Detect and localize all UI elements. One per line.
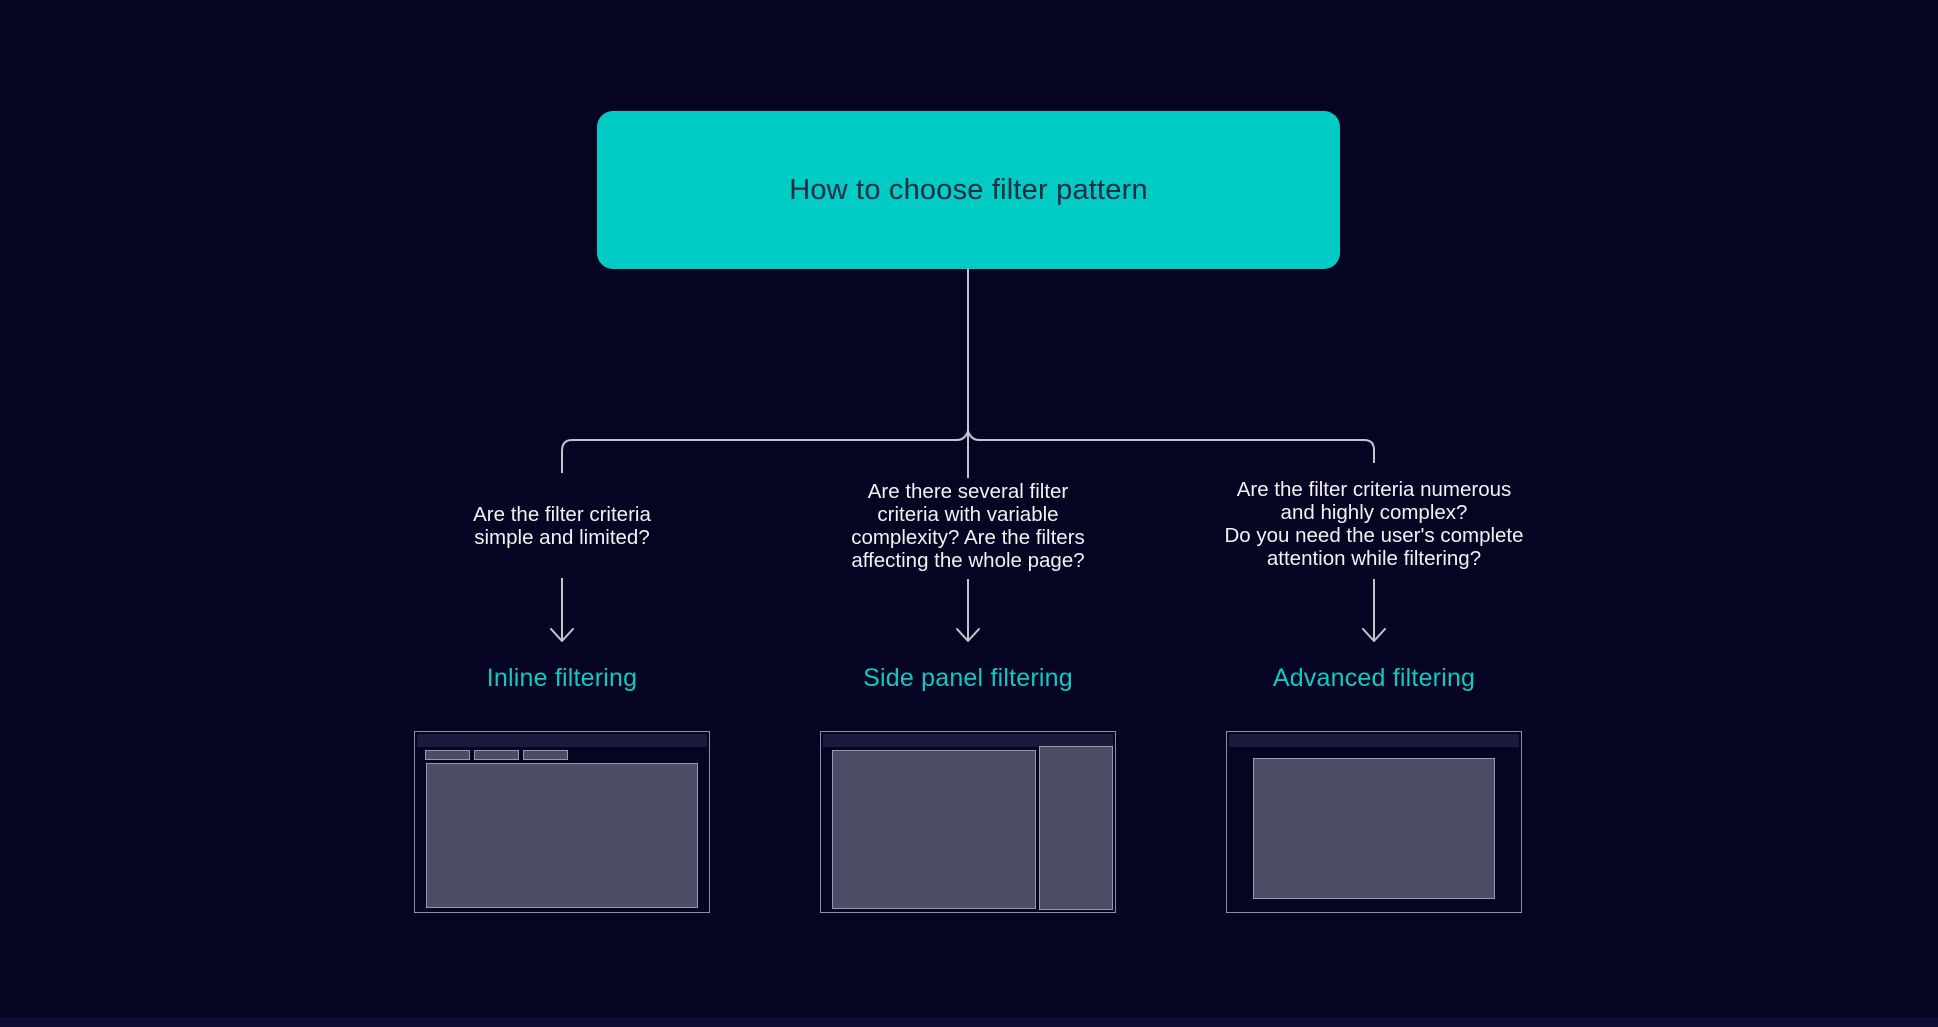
middle-arrow-head-icon [956,628,980,642]
advanced-filtering-thumbnail [1226,731,1522,913]
filter-chip [523,750,568,760]
inline-filtering-thumbnail [414,731,710,913]
left-branch-line [561,430,969,473]
branch-question-advanced: Are the filter criteria numerous and hig… [1224,478,1524,570]
right-arrow-head-icon [1362,628,1386,642]
modal-dialog-block [1253,758,1495,899]
filter-chip [425,750,470,760]
branch-label-inline-filtering: Inline filtering [486,664,638,692]
branch-question-inline: Are the filter criteria simple and limit… [473,503,651,549]
thumbnail-header-bar [1229,734,1519,747]
content-area-block [832,750,1036,909]
root-node: How to choose filter pattern [597,111,1340,269]
side-panel-block [1039,746,1113,910]
right-branch-line [967,430,1375,463]
content-area-block [426,763,698,908]
left-arrow-head-icon [550,628,574,642]
branch-label-side-panel-filtering: Side panel filtering [863,664,1073,692]
thumbnail-header-bar [417,734,707,747]
branch-question-side-panel: Are there several filter criteria with v… [851,480,1085,572]
filter-chip [474,750,519,760]
branch-label-advanced-filtering: Advanced filtering [1272,664,1476,692]
side-panel-filtering-thumbnail [820,731,1116,913]
root-node-title: How to choose filter pattern [789,173,1148,206]
thumbnail-header-bar [823,734,1113,747]
filter-chips-row [425,750,568,760]
bottom-edge-strip [0,1017,1938,1027]
